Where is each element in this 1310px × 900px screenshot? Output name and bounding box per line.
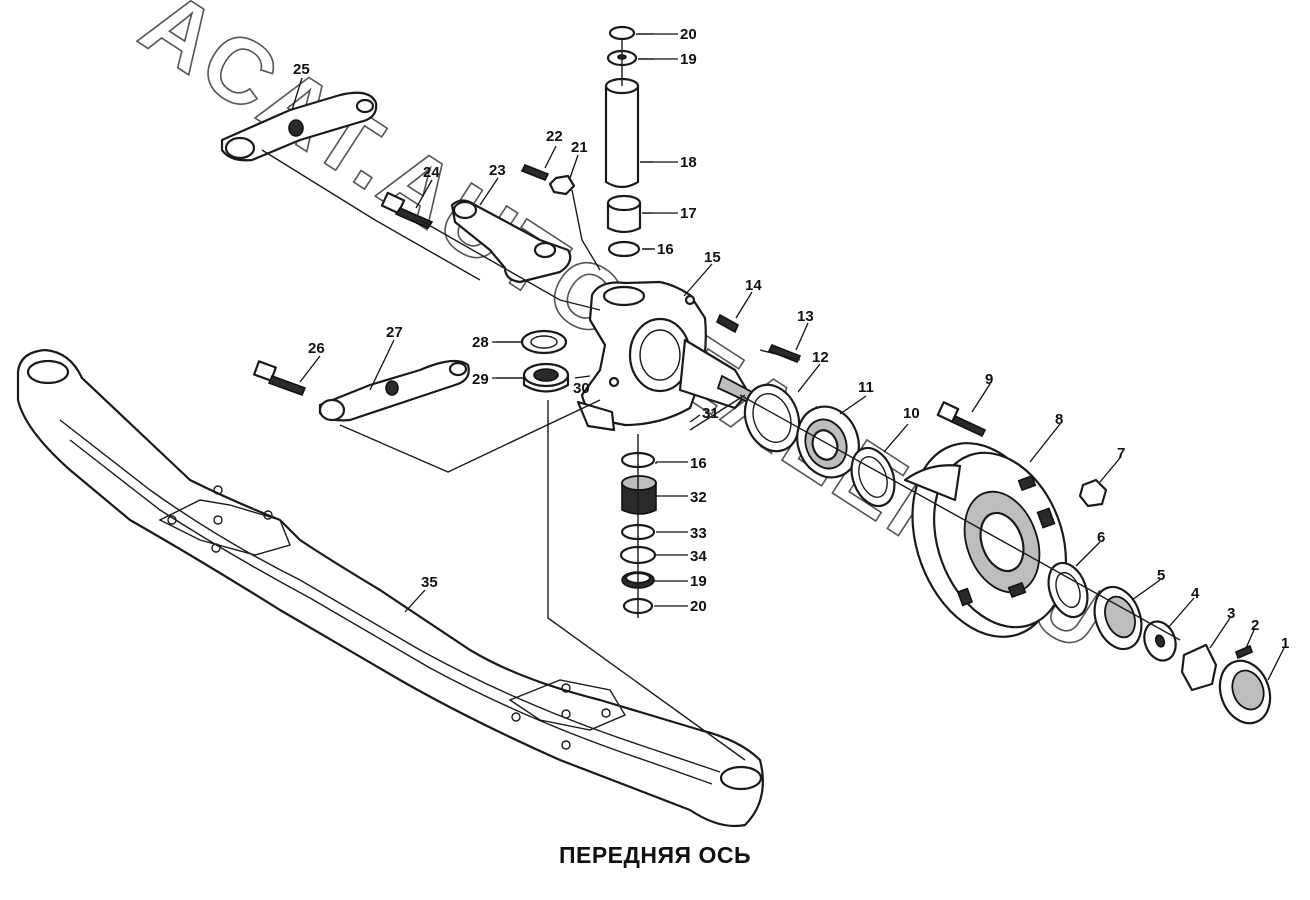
callout-8: 8	[1055, 411, 1063, 428]
callout-31: 31	[702, 405, 719, 422]
diagram-title: ПЕРЕДНЯЯ ОСЬ	[558, 842, 752, 868]
callout-19-top: 19	[680, 51, 697, 68]
callout-11: 11	[858, 379, 874, 396]
front-axle-beam	[16, 348, 764, 828]
callout-29: 29	[472, 371, 489, 388]
bearing-5	[1093, 585, 1143, 651]
kingpin-18	[604, 77, 640, 189]
callout-25: 25	[293, 61, 310, 78]
nut-21	[548, 174, 576, 196]
wheel-bolt-9	[936, 401, 987, 438]
callout-15: 15	[704, 249, 721, 266]
callout-22: 22	[546, 128, 563, 145]
bolt-24	[380, 191, 434, 230]
steering-arm-upper	[220, 91, 378, 162]
callout-14: 14	[745, 277, 762, 294]
steering-arm-lower	[318, 359, 470, 422]
thrust-bearing-29	[522, 362, 570, 393]
callout-20-bottom: 20	[690, 598, 707, 615]
hub-nut-3	[1180, 643, 1218, 692]
seal-6	[1047, 561, 1089, 619]
callout-labels: 1 2 3 4 5 6 7 8 9 10 11 12 13 14 15 16 1…	[293, 26, 1289, 652]
callout-9: 9	[985, 371, 993, 388]
snap-ring-20-top	[608, 25, 636, 41]
callout-28: 28	[472, 334, 489, 351]
bearing-11	[796, 405, 860, 479]
callout-1: 1	[1281, 635, 1289, 652]
bolt-22	[520, 163, 550, 182]
callout-10: 10	[903, 405, 920, 422]
callout-2: 2	[1251, 617, 1259, 634]
callout-13: 13	[797, 308, 814, 325]
callout-12: 12	[812, 349, 829, 366]
callout-34: 34	[690, 548, 707, 565]
callout-4: 4	[1191, 585, 1200, 602]
leader-lines	[291, 33, 1285, 681]
callout-5: 5	[1157, 567, 1165, 584]
bolt-26	[253, 360, 307, 397]
callout-21: 21	[571, 139, 588, 156]
callout-23: 23	[489, 162, 506, 179]
hub-cap-1	[1218, 659, 1272, 725]
bolt-14	[715, 313, 740, 334]
callout-17: 17	[680, 205, 697, 222]
callout-16-bottom: 16	[690, 455, 707, 472]
callout-18: 18	[680, 154, 697, 171]
bushing-17	[606, 194, 642, 234]
wheel-hub	[903, 442, 1067, 638]
callout-24: 24	[423, 164, 440, 181]
callout-32: 32	[690, 489, 707, 506]
steering-arm-middle	[450, 199, 572, 284]
oil-seal-12	[743, 383, 801, 453]
callout-35: 35	[421, 574, 438, 591]
bushing-32	[621, 475, 657, 515]
callout-27: 27	[386, 324, 403, 341]
split-pin-2	[1235, 644, 1253, 660]
assembly-lines	[261, 40, 1181, 761]
callout-30: 30	[573, 380, 590, 397]
callout-26: 26	[308, 340, 325, 357]
callout-6: 6	[1097, 529, 1105, 546]
washer-28	[520, 329, 568, 355]
seal-16-top	[607, 240, 641, 258]
nut-7	[1078, 478, 1108, 508]
callout-19-bottom: 19	[690, 573, 707, 590]
callout-33: 33	[690, 525, 707, 542]
callout-3: 3	[1227, 605, 1235, 622]
callout-7: 7	[1117, 445, 1125, 462]
callout-16-top: 16	[657, 241, 674, 258]
washer-4	[1143, 620, 1177, 662]
callout-20-top: 20	[680, 26, 697, 43]
callout-dashes	[496, 33, 688, 607]
